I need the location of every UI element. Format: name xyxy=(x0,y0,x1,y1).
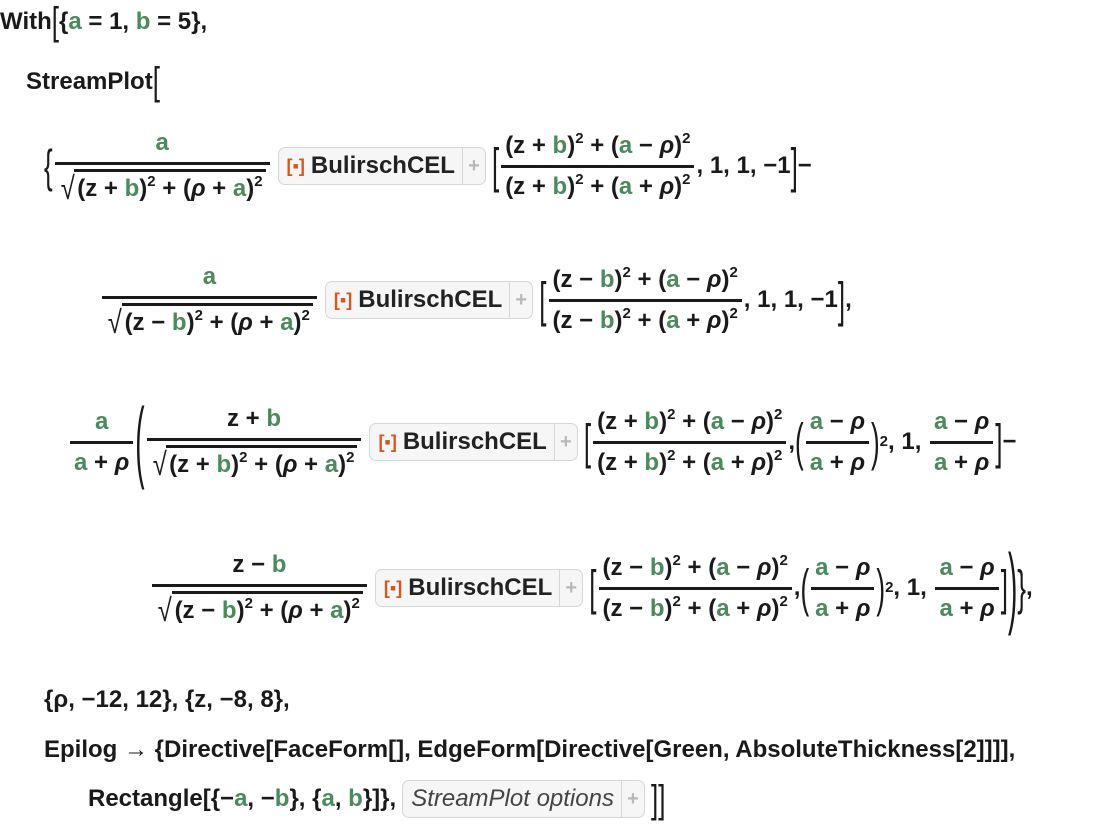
bulirschcel-template[interactable]: [▪] BulirschCEL + xyxy=(277,147,486,185)
bulirschcel-template[interactable]: [▪] BulirschCEL + xyxy=(369,423,578,461)
prefactor-fraction: a a + ρ xyxy=(70,407,134,478)
open-bracket: [ xyxy=(152,58,160,104)
epilog-option: Epilog → {Directive[FaceForm[], EdgeForm… xyxy=(44,736,1016,763)
expression-line-3: a a + ρ ( z + b √(z + b)2 + (ρ + a)2 [▪]… xyxy=(68,391,1017,490)
with-keyword: With xyxy=(0,7,52,35)
expand-plus-icon[interactable]: + xyxy=(559,570,582,606)
expand-plus-icon[interactable]: + xyxy=(620,781,644,817)
expression-line-2: a √(z − b)2 + (ρ + a)2 [▪] BulirschCEL +… xyxy=(100,262,852,338)
fraction: z + b √(z + b)2 + (ρ + a)2 xyxy=(146,404,362,480)
rectangle-expression: Rectangle[{−a, −b}, {a, b}]}, xyxy=(88,785,397,812)
expand-plus-icon[interactable]: + xyxy=(461,148,485,184)
expression-line-1: { a √(z + b)2 + (ρ + a)2 [▪] BulirschCEL… xyxy=(44,128,812,206)
streamplot-options-placeholder[interactable]: StreamPlot options + xyxy=(402,780,645,818)
with-line: With [ {a = 1, b = 5}, xyxy=(0,0,208,43)
expression-line-4: z − b √(z − b)2 + (ρ + a)2 [▪] BulirschC… xyxy=(150,537,1033,636)
plot-ranges: {ρ, −12, 12}, {z, −8, 8}, xyxy=(44,686,290,713)
streamplot-line: StreamPlot [ xyxy=(26,58,160,103)
function-name: StreamPlot xyxy=(26,67,153,95)
stop-square-icon: [▪] xyxy=(378,431,397,452)
stop-square-icon: [▪] xyxy=(333,289,353,310)
bulirschcel-template[interactable]: [▪] BulirschCEL + xyxy=(374,569,584,607)
rectangle-line: Rectangle[{−a, −b}, {a, b}]}, StreamPlot… xyxy=(88,776,665,821)
expand-plus-icon[interactable]: + xyxy=(509,282,532,318)
expand-plus-icon[interactable]: + xyxy=(553,424,577,460)
stop-square-icon: [▪] xyxy=(286,155,305,176)
bulirschcel-template[interactable]: [▪] BulirschCEL + xyxy=(324,281,534,319)
with-bindings: {a = 1, b = 5}, xyxy=(59,7,208,35)
fraction: a √(z + b)2 + (ρ + a)2 xyxy=(54,128,270,204)
open-bracket: [ xyxy=(51,0,59,44)
fraction: z − b √(z − b)2 + (ρ + a)2 xyxy=(152,550,367,626)
closing-brackets: ]] xyxy=(650,775,666,821)
fraction: a √(z − b)2 + (ρ + a)2 xyxy=(102,262,317,338)
stop-square-icon: [▪] xyxy=(383,577,403,598)
